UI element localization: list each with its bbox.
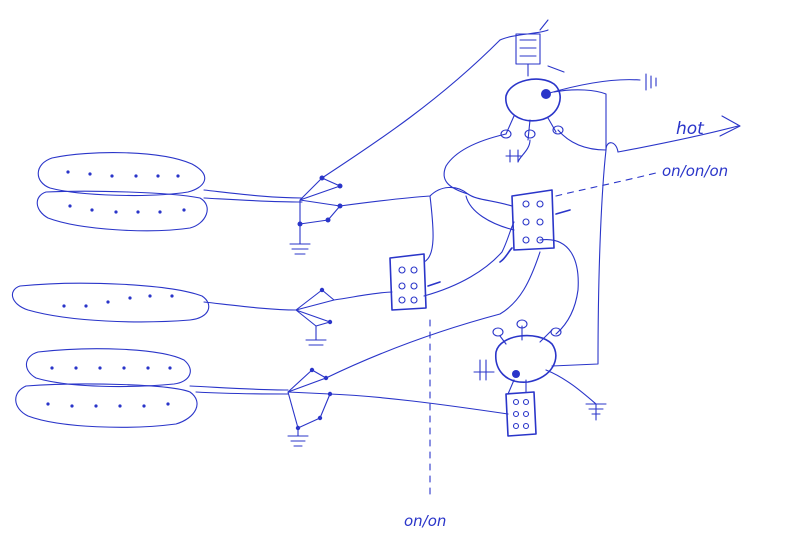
on-on-label: on/on [404,512,446,530]
signal-wires [321,29,741,415]
top-dpdt-switch [511,189,571,251]
middle-dpdt-switch [389,253,441,311]
middle-pickup-leads [203,287,335,346]
upper-3way-switch [515,19,565,77]
on-on-on-label: on/on/on [662,162,728,180]
middle-single-coil [11,282,210,323]
neck-pickup-leads [203,175,343,245]
neck-ground-symbol [289,243,311,255]
hot-label: hot [676,119,705,139]
neck-humbucker [36,152,208,232]
bridge-humbucker [15,348,198,428]
dashed-separators [429,171,661,501]
bottom-dpdt-switch [505,379,537,437]
tone-pot [473,319,607,421]
bridge-pickup-leads [189,367,333,447]
